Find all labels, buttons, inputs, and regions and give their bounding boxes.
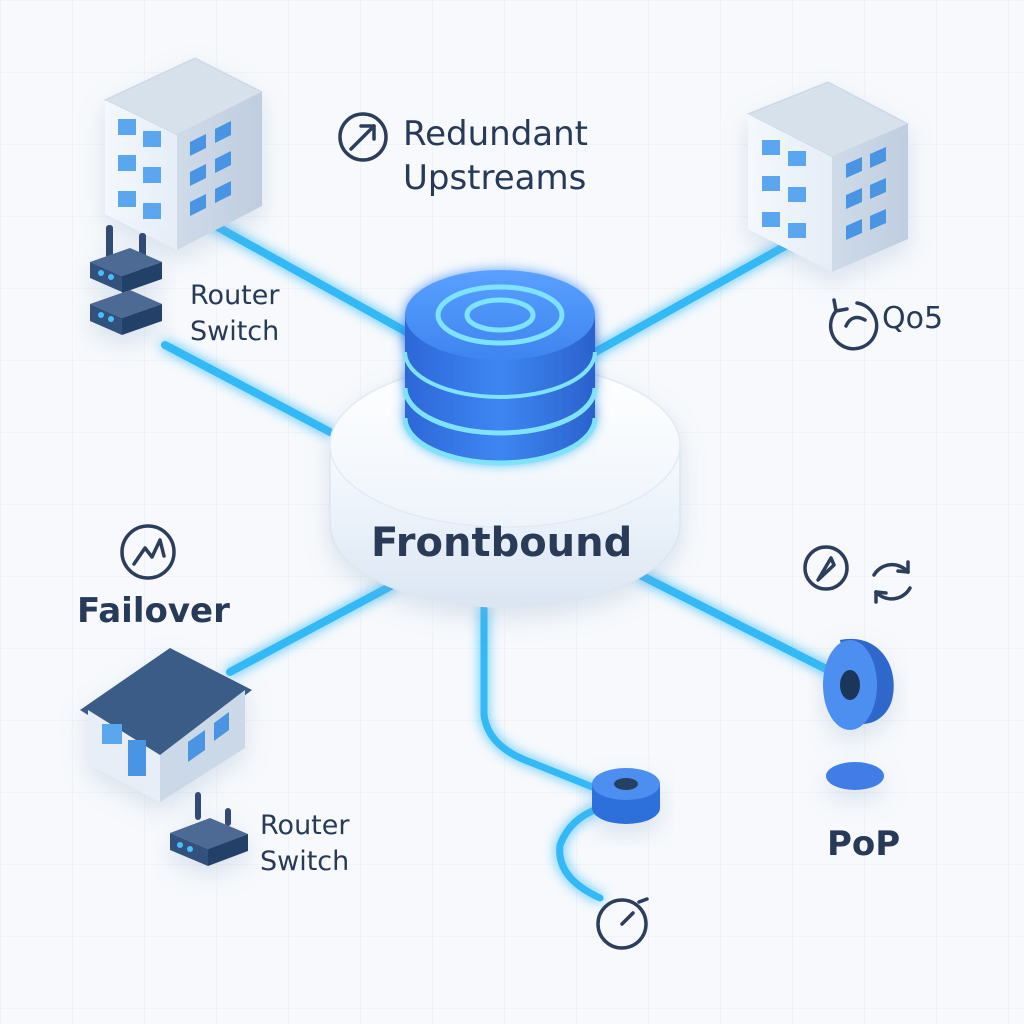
refresh-circle-icon — [828, 298, 879, 351]
pop-disk-hole — [840, 670, 860, 700]
hub-top — [405, 270, 595, 360]
router-switch-bottom-line-1: Router — [260, 810, 350, 841]
right-building-window — [788, 223, 806, 238]
pop-label: PoP — [827, 824, 901, 864]
left-building-side-window — [190, 164, 206, 186]
left-building-side-window — [215, 121, 231, 143]
right-building-side-window — [846, 219, 862, 240]
failover-label: Failover — [77, 591, 230, 631]
switch-top-front — [90, 304, 122, 335]
right-building — [746, 81, 910, 272]
router-bottom-led — [187, 846, 193, 852]
link-router-top — [161, 341, 334, 436]
left-building-side-window — [190, 194, 206, 216]
house-window — [102, 724, 122, 744]
router-switch-bottom-device — [170, 792, 248, 866]
router-bottom-side — [208, 834, 248, 866]
router-switch-bottom-label: Router Switch — [260, 808, 349, 880]
link-left-building — [201, 216, 434, 349]
left-building-window — [143, 167, 161, 183]
link-pop — [636, 571, 842, 679]
router-switch-top-label: Router Switch — [190, 278, 279, 350]
switch-top-side — [122, 304, 162, 335]
router-top-top — [90, 248, 162, 276]
house-door — [128, 740, 146, 776]
router-bottom-top — [170, 818, 248, 849]
left-building-window — [143, 203, 161, 219]
house-side-window — [188, 730, 205, 762]
right-building-window — [762, 140, 780, 155]
pop-device — [823, 638, 894, 790]
redundant-upstreams-line-1: Redundant — [403, 114, 588, 154]
switch-top-top — [90, 290, 162, 318]
qos-label: Qo5 — [882, 301, 944, 336]
right-building-side-window — [846, 188, 862, 209]
arrow-up-right-circle-icon — [338, 112, 388, 162]
left-building-side-window — [215, 181, 231, 203]
hub-top-ring-inner — [464, 297, 536, 333]
graph-circle-icon — [120, 524, 176, 580]
right-building-side-window — [846, 157, 862, 178]
refresh-icon — [872, 560, 912, 604]
connection-lines — [161, 209, 864, 902]
house-side-window — [214, 712, 229, 741]
right-building-window — [788, 187, 806, 202]
link-timer — [556, 804, 604, 902]
hub-glow-ring-middle — [402, 387, 598, 436]
link-right-building — [586, 231, 809, 359]
router-bottom-antenna — [225, 808, 231, 826]
pop-stand-base — [826, 762, 884, 790]
left-building-side-window — [215, 151, 231, 173]
center-hub — [402, 270, 598, 466]
router-bottom-led — [177, 842, 183, 848]
router-switch-top-device — [90, 225, 162, 335]
redundant-upstreams-label: Redundant Upstreams — [403, 112, 588, 200]
link-house — [226, 581, 397, 676]
ring-node — [592, 768, 660, 824]
router-switch-top-line-2: Switch — [190, 316, 280, 347]
house — [80, 648, 252, 802]
right-building-side-window — [870, 209, 886, 230]
switch-top-led — [108, 316, 114, 322]
router-switch-bottom-line-2: Switch — [260, 846, 350, 877]
left-building-window — [143, 131, 161, 147]
router-top-side — [122, 262, 162, 293]
link-ring-node — [480, 604, 604, 794]
left-building-window — [118, 191, 136, 207]
right-building-window — [762, 212, 780, 227]
right-building-window — [762, 176, 780, 191]
frontbound-label: Frontbound — [371, 520, 633, 566]
switch-top-led — [98, 312, 104, 318]
router-bottom-antenna — [195, 792, 201, 820]
timer-icon — [596, 897, 649, 950]
redundant-upstreams-line-2: Upstreams — [403, 158, 587, 198]
hub-glow-ring-upper — [403, 351, 597, 399]
hub-glow-ring-lower — [402, 417, 598, 466]
left-building — [103, 57, 264, 250]
left-building-window — [118, 119, 136, 135]
compass-icon — [803, 545, 849, 591]
router-top-led — [108, 274, 114, 280]
right-building-side-window — [870, 178, 886, 199]
router-switch-top-line-1: Router — [190, 280, 280, 311]
left-building-side-window — [190, 134, 206, 156]
hub-top-ring-outer — [435, 284, 565, 346]
router-top-led — [98, 270, 104, 276]
router-top-front — [90, 262, 122, 292]
right-building-window — [788, 151, 806, 166]
right-building-side-window — [870, 147, 886, 168]
left-building-window — [118, 155, 136, 171]
ring-node-hole — [614, 778, 638, 790]
